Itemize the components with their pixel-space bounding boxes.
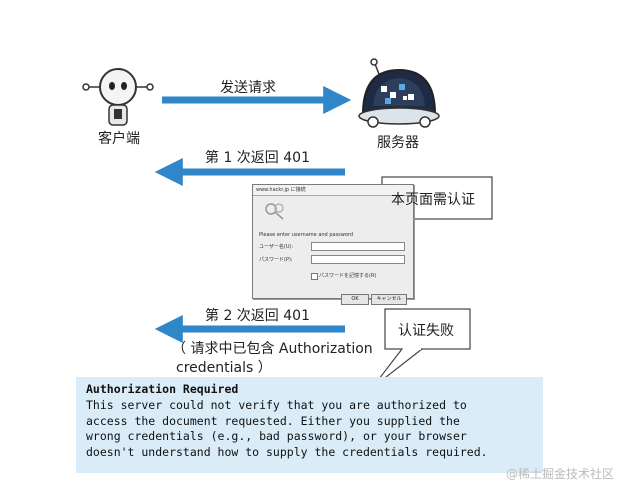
username-field[interactable]: [311, 242, 405, 251]
username-label: ユーザー名(U):: [259, 244, 294, 250]
password-label: パスワード(P):: [259, 257, 293, 263]
error-panel: Authorization Required This server could…: [76, 377, 543, 473]
watermark: @稀土掘金技术社区: [505, 467, 614, 481]
remember-label: パスワードを記憶する(R): [319, 273, 377, 279]
note-line1: （ 请求中已包含 Authorization: [172, 341, 373, 357]
error-line: wrong credentials (e.g., bad password), …: [86, 429, 467, 444]
step-second-401-label: 第 2 次返回 401: [205, 308, 310, 324]
callout-auth-fail-text: 认证失败: [398, 323, 454, 339]
error-line: access the document requested. Either yo…: [86, 413, 460, 428]
callout-page-auth-text: 本页面需认证: [391, 192, 475, 208]
step-request-label: 发送请求: [220, 80, 276, 96]
error-line: This server could not verify that you ar…: [86, 397, 467, 412]
server-robot-icon: [358, 58, 440, 128]
keys-icon: [265, 203, 284, 220]
cancel-button[interactable]: キャンセル: [371, 294, 407, 305]
note-line2: credentials ）: [176, 360, 272, 376]
step-first-401-label: 第 1 次返回 401: [205, 150, 310, 166]
client-robot-icon: [82, 68, 154, 126]
dialog-prompt: Please enter username and password: [259, 232, 354, 238]
password-field[interactable]: [311, 255, 405, 264]
error-title: Authorization Required: [86, 382, 239, 396]
dialog-title: www.hackr.jp に接続: [253, 185, 413, 196]
remember-checkbox[interactable]: [311, 273, 318, 280]
server-label: 服务器: [377, 135, 419, 151]
dialog-body: Please enter username and password ユーザー名…: [253, 196, 413, 305]
ok-button[interactable]: OK: [341, 294, 369, 305]
error-line: doesn't understand how to supply the cre…: [86, 445, 488, 460]
client-label: 客户端: [98, 131, 140, 147]
auth-dialog: www.hackr.jp に接続 Please enter username a…: [252, 184, 414, 305]
